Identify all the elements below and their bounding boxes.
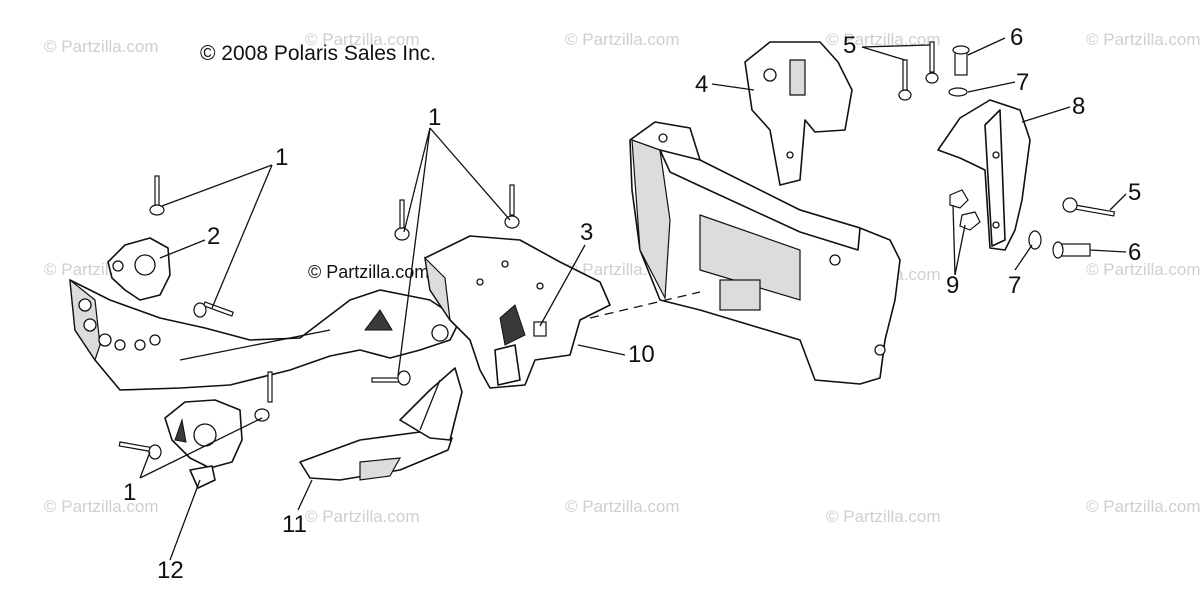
callout-3: 3: [580, 219, 593, 246]
watermark: © Partzilla.com: [44, 497, 159, 516]
callout-5: 5: [843, 32, 856, 59]
watermark-layer: © Partzilla.com © Partzilla.com © Partzi…: [44, 30, 1200, 526]
callout-7: 7: [1016, 69, 1029, 96]
callout-10: 10: [628, 341, 655, 368]
callout-4: 4: [695, 71, 708, 98]
watermark: © Partzilla.com: [1086, 30, 1200, 49]
bracket-part-12: [164, 399, 243, 489]
callout-1: 1: [123, 479, 136, 506]
callout-1: 1: [428, 104, 441, 131]
bracket-part-8: [937, 99, 1031, 251]
bracket-part-4: [744, 41, 853, 186]
callout-7: 7: [1008, 272, 1021, 299]
callout-12: 12: [157, 557, 184, 584]
callout-9: 9: [946, 272, 959, 299]
watermark: © Partzilla.com: [826, 30, 941, 49]
callout-1: 1: [275, 144, 288, 171]
center-bracket-part-10: [424, 235, 611, 389]
watermark: © Partzilla.com: [1086, 497, 1200, 516]
watermark: © Partzilla.com: [565, 497, 680, 516]
front-frame-assembly: [69, 278, 461, 391]
callout-5: 5: [1128, 179, 1141, 206]
center-watermark: © Partzilla.com: [308, 262, 429, 282]
skid-plate-part-11: [299, 367, 463, 481]
watermark: © Partzilla.com: [1086, 260, 1200, 279]
watermark: © Partzilla.com: [305, 507, 420, 526]
callout-11: 11: [282, 511, 307, 538]
leader-lines: [139, 37, 1127, 561]
callout-8: 8: [1072, 93, 1085, 120]
watermark: © Partzilla.com: [565, 30, 680, 49]
callout-2: 2: [207, 223, 220, 250]
watermark: © Partzilla.com: [44, 37, 159, 56]
watermark: © Partzilla.com: [305, 30, 420, 49]
callout-6: 6: [1010, 24, 1023, 51]
main-frame-assembly: [589, 121, 901, 385]
watermark: © Partzilla.com: [826, 507, 941, 526]
fasteners: [118, 41, 1116, 460]
bracket-part-2: [107, 237, 171, 301]
callout-6: 6: [1128, 239, 1141, 266]
copyright-text: © 2008 Polaris Sales Inc.: [200, 42, 436, 65]
callout-labels: 1 1 1 2 3 4 5 5 6 6 7 7 8 9 10 11 12: [123, 24, 1141, 584]
